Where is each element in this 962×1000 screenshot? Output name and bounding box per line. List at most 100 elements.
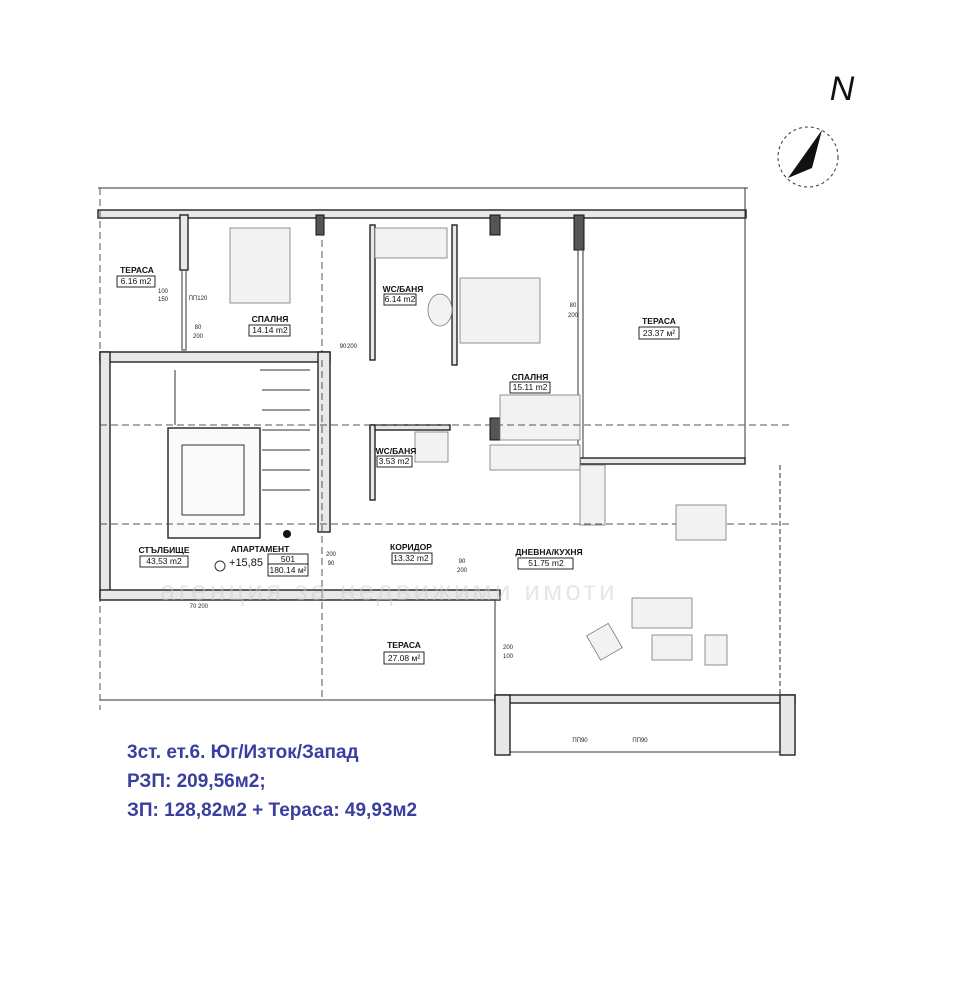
floor-info-line-1: 3ст. ет.6. Юг/Изток/Запад (127, 742, 359, 763)
room-label: ТЕРАСА 23.37 м² (638, 316, 680, 340)
svg-text:ДНЕВНА/КУХНЯ: ДНЕВНА/КУХНЯ (515, 547, 582, 557)
wall (369, 224, 376, 361)
svg-text:13.32 m2: 13.32 m2 (393, 553, 429, 563)
svg-text:80: 80 (195, 325, 202, 331)
wall (579, 457, 746, 465)
bay-wall-left (494, 694, 511, 756)
svg-text:3.53 m2: 3.53 m2 (379, 456, 410, 466)
svg-text:43,53 m2: 43,53 m2 (146, 556, 182, 566)
svg-text:70: 70 (190, 604, 197, 610)
sofa (631, 597, 693, 629)
stair-wall-right (317, 351, 331, 533)
north-compass: N (777, 70, 855, 188)
svg-text:200: 200 (198, 604, 209, 610)
svg-text:80: 80 (570, 303, 577, 309)
svg-text:WC/БАНЯ: WC/БАНЯ (383, 284, 424, 294)
svg-text:6.14 m2: 6.14 m2 (385, 294, 416, 304)
svg-text:ПП120: ПП120 (189, 296, 208, 302)
svg-text:180.14 м²: 180.14 м² (269, 565, 306, 575)
north-arrow-icon (788, 130, 822, 178)
elevator (181, 444, 245, 516)
svg-text:200: 200 (568, 313, 579, 319)
stairs (174, 369, 310, 491)
svg-text:200: 200 (503, 645, 514, 651)
svg-text:14.14 m2: 14.14 m2 (252, 325, 288, 335)
column (489, 417, 501, 441)
column (573, 214, 585, 251)
svg-text:27.08 м²: 27.08 м² (388, 653, 420, 663)
svg-text:СПАЛНЯ: СПАЛНЯ (252, 314, 289, 324)
svg-text:100: 100 (158, 289, 169, 295)
wall (179, 214, 189, 271)
column (489, 214, 501, 236)
floor-info-line-3: ЗП: 128,82м2 + Тераса: 49,93м2 (127, 800, 418, 821)
room-label: ТЕРАСА 27.08 м² (383, 640, 425, 665)
bed (459, 277, 541, 344)
svg-text:6.16 m2: 6.16 m2 (121, 276, 152, 286)
svg-text:90: 90 (328, 561, 335, 567)
svg-text:ПП90: ПП90 (572, 738, 588, 744)
svg-text:501: 501 (281, 554, 295, 564)
dimension-labels: 100 150 80 200 90 200 80 200 90 200 70 2… (158, 289, 648, 744)
south-wall (99, 589, 501, 601)
floor-info-line-2: РЗП: 209,56м2; (127, 771, 266, 792)
dining-table (675, 504, 727, 541)
svg-text:АПАРТАМЕНТ: АПАРТАМЕНТ (231, 544, 291, 554)
svg-text:51.75 m2: 51.75 m2 (528, 558, 564, 568)
sink (427, 293, 453, 327)
svg-text:23.37 м²: 23.37 м² (643, 328, 675, 338)
elevator-shaft (167, 427, 261, 539)
svg-text:15.11 m2: 15.11 m2 (513, 382, 548, 392)
level-mark: +15,85 (229, 557, 263, 569)
coffee-table (651, 634, 693, 661)
svg-text:100: 100 (503, 654, 514, 660)
stair-wall-top (99, 351, 331, 363)
level-marker-icon (214, 560, 226, 572)
svg-text:КОРИДОР: КОРИДОР (390, 542, 432, 552)
shower (414, 431, 449, 463)
svg-text:200: 200 (326, 552, 337, 558)
svg-text:ПП90: ПП90 (632, 738, 648, 744)
wall (451, 224, 458, 366)
svg-text:ТЕРАСА: ТЕРАСА (120, 265, 154, 275)
wall (369, 424, 451, 431)
svg-text:150: 150 (158, 297, 169, 303)
svg-text:200: 200 (347, 344, 358, 350)
watermark: агенция за недвижими имоти (160, 575, 618, 606)
wardrobe (499, 394, 581, 441)
kitchen-counter (489, 444, 581, 471)
wall (369, 424, 376, 501)
armchair (586, 622, 623, 661)
svg-text:СПАЛНЯ: СПАЛНЯ (512, 372, 549, 382)
bay-wall-right (779, 694, 796, 756)
svg-text:90: 90 (340, 344, 347, 350)
apartment-tag: АПАРТАМЕНТ 501 180.14 м² (231, 544, 309, 577)
svg-text:200: 200 (457, 568, 468, 574)
stair-wall-left (99, 351, 111, 598)
bed (229, 227, 291, 304)
svg-text:WC/БАНЯ: WC/БАНЯ (376, 446, 417, 456)
svg-text:200: 200 (193, 334, 204, 340)
column (315, 214, 325, 236)
armchair (704, 634, 728, 666)
top-wall (97, 209, 747, 219)
bathtub (374, 227, 448, 259)
svg-text:СТЪЛБИЩЕ: СТЪЛБИЩЕ (138, 545, 189, 555)
svg-text:ТЕРАСА: ТЕРАСА (387, 640, 421, 650)
north-label: N (830, 70, 855, 108)
kitchen-counter (579, 464, 606, 526)
bay-wall-top (494, 694, 796, 704)
riser-point (283, 530, 291, 538)
svg-text:ТЕРАСА: ТЕРАСА (642, 316, 676, 326)
window (181, 269, 187, 351)
svg-text:90: 90 (459, 559, 466, 565)
